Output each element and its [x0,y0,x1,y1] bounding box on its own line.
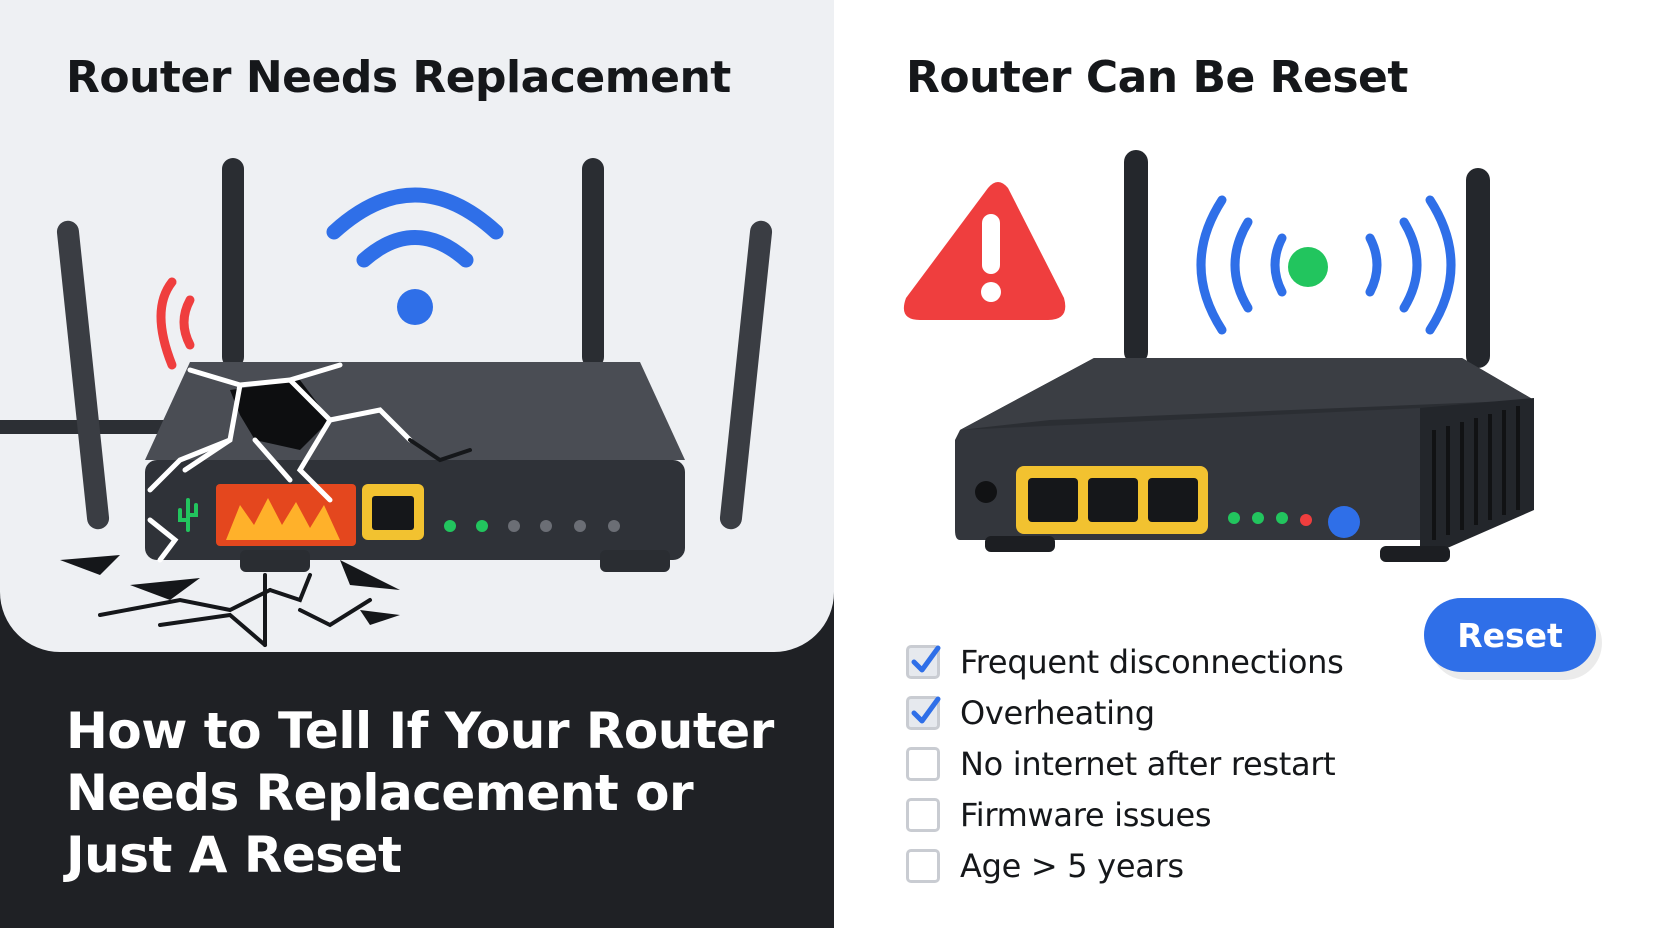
power-cable [0,420,200,434]
checkbox[interactable] [906,797,940,832]
checklist-label: Firmware issues [960,795,1212,834]
cracks [147,362,413,563]
title-line: How to Tell If Your Router [66,702,774,760]
checkbox[interactable] [906,746,940,781]
checklist-item[interactable]: Overheating [906,687,1506,738]
checklist-label: Overheating [960,693,1155,732]
antenna [222,158,244,368]
antenna [1124,150,1148,364]
checkmark-icon [911,645,941,672]
status-led [1300,514,1312,526]
status-led [508,520,520,532]
router-illustration [903,150,1534,562]
antenna [1466,168,1490,368]
status-led [608,520,620,532]
main-title: How to Tell If Your Router Needs Replace… [66,700,806,886]
weak-signal-icon [156,277,195,370]
warning-triangle-icon [903,182,1066,320]
status-led [444,520,456,532]
checklist-item[interactable]: Firmware issues [906,789,1506,840]
broken-router-illustration [0,158,773,647]
antenna [56,220,110,530]
title-line: Needs Replacement or [66,764,694,822]
reset-heading: Router Can Be Reset [906,52,1408,103]
status-led [1228,512,1240,524]
checklist-label: Age > 5 years [960,846,1184,885]
checkbox[interactable] [906,848,940,883]
antenna [582,158,604,368]
status-led [1276,512,1288,524]
checklist-label: Frequent disconnections [960,642,1344,681]
replacement-heading: Router Needs Replacement [66,52,731,103]
status-led [540,520,552,532]
checklist-item[interactable]: Frequent disconnections [906,636,1506,687]
signal-dot [1288,247,1328,287]
wifi-icon [326,187,504,325]
checkbox[interactable] [906,644,941,679]
symptom-checklist: Frequent disconnections Overheating No i… [906,636,1506,891]
checklist-label: No internet after restart [960,744,1336,783]
antenna [719,220,773,530]
status-led [476,520,488,532]
checklist-item[interactable]: Age > 5 years [906,840,1506,891]
signal-waves-icon [1196,195,1456,335]
checkmark-icon [911,696,941,723]
wps-button [1328,506,1360,538]
checklist-item[interactable]: No internet after restart [906,738,1506,789]
debris [60,555,400,625]
reset-button[interactable]: Reset [1424,598,1596,672]
title-line: Just A Reset [66,826,402,884]
status-led [1252,512,1264,524]
power-button-hole [975,481,997,503]
checkbox[interactable] [906,695,941,730]
router-top [960,358,1534,430]
status-led [574,520,586,532]
